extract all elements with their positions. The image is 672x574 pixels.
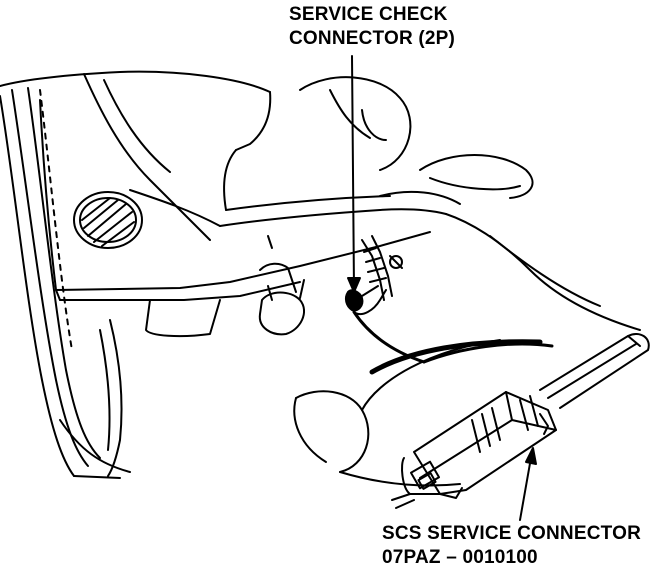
service-check-connector-label: SERVICE CHECK CONNECTOR (2P) <box>289 3 455 51</box>
scs-service-connector <box>391 332 650 509</box>
wire-harness <box>352 310 554 375</box>
scs-service-connector-label: SCS SERVICE CONNECTOR 07PAZ – 0010100 <box>382 522 641 570</box>
scs-service-connector-part-number: 07PAZ – 0010100 <box>382 547 538 568</box>
connector-mount-bracket <box>361 235 403 301</box>
air-vent-icon <box>73 191 143 249</box>
pedal-bracket <box>99 262 305 477</box>
service-check-connector-2p <box>344 285 387 316</box>
connector-housing-dome <box>293 339 501 487</box>
service-check-connector-label-line2: CONNECTOR (2P) <box>289 28 456 49</box>
leader-scs-connector <box>519 447 537 521</box>
service-check-connector-label-line1: SERVICE CHECK <box>289 4 448 25</box>
scs-service-connector-label-line1: SCS SERVICE CONNECTOR <box>382 523 641 544</box>
leader-service-check <box>347 55 361 293</box>
dashboard-lower-panel <box>0 70 447 301</box>
door-frame-outline <box>0 87 131 479</box>
steering-column-cover <box>299 76 641 331</box>
